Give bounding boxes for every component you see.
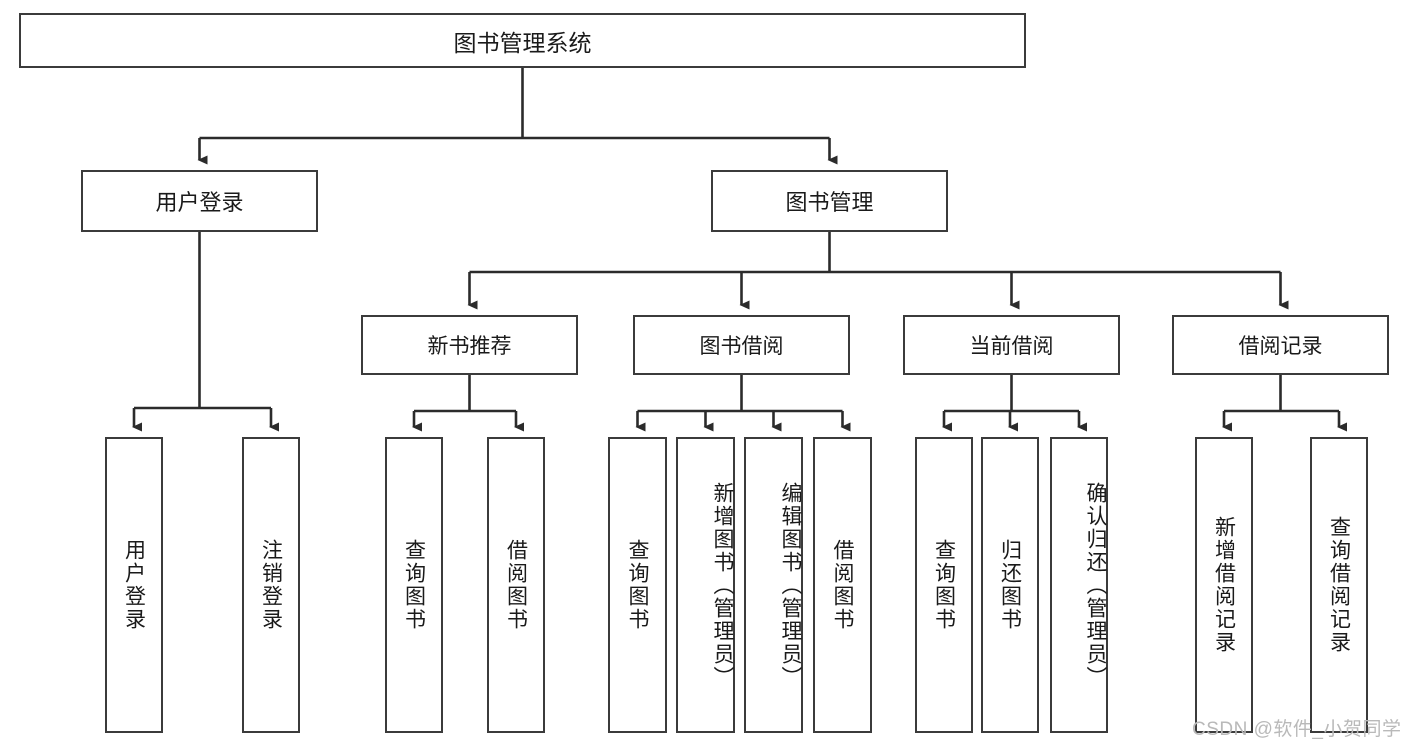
node-new-book-rec[interactable]: 新书推荐 [361,315,578,375]
node-leaf-query-book-b-label: 查询图书 [626,539,649,631]
node-leaf-query-book-a[interactable]: 查询图书 [385,437,443,733]
node-user-login[interactable]: 用户登录 [81,170,318,232]
edge-paths [132,68,1347,432]
node-leaf-return-book-label: 归还图书 [998,539,1022,631]
node-leaf-add-record[interactable]: 新增借阅记录 [1195,437,1253,733]
node-book-manage[interactable]: 图书管理 [711,170,948,232]
node-leaf-query-book-c[interactable]: 查询图书 [915,437,973,733]
node-leaf-borrow-book-a[interactable]: 借阅图书 [487,437,545,733]
node-borrow-record-label: 借阅记录 [1238,335,1323,358]
node-leaf-add-book-label: 新增图书（管理员） [711,481,734,689]
node-user-login-label: 用户登录 [155,190,244,215]
node-leaf-add-book[interactable]: 新增图书（管理员） [676,437,735,733]
node-leaf-logout[interactable]: 注销登录 [242,437,300,733]
node-book-manage-label: 图书管理 [785,190,874,215]
node-leaf-user-login[interactable]: 用户登录 [105,437,163,733]
node-leaf-query-record-label: 查询借阅记录 [1327,516,1351,654]
node-leaf-add-record-label: 新增借阅记录 [1212,516,1236,654]
node-current-borrow-label: 当前借阅 [969,335,1054,358]
node-leaf-borrow-book-b[interactable]: 借阅图书 [813,437,872,733]
node-leaf-confirm-return-label: 确认归还（管理员） [1084,481,1107,689]
node-book-borrow[interactable]: 图书借阅 [633,315,850,375]
node-leaf-edit-book[interactable]: 编辑图书（管理员） [744,437,803,733]
node-leaf-query-record[interactable]: 查询借阅记录 [1310,437,1368,733]
node-root-label: 图书管理系统 [453,29,592,56]
node-leaf-confirm-return[interactable]: 确认归还（管理员） [1050,437,1108,733]
node-leaf-query-book-b[interactable]: 查询图书 [608,437,667,733]
node-leaf-query-book-a-label: 查询图书 [402,539,426,631]
node-new-book-rec-label: 新书推荐 [427,335,512,358]
node-current-borrow[interactable]: 当前借阅 [903,315,1120,375]
node-borrow-record[interactable]: 借阅记录 [1172,315,1389,375]
node-leaf-edit-book-label: 编辑图书（管理员） [779,481,802,689]
node-leaf-query-book-c-label: 查询图书 [932,539,956,631]
node-leaf-borrow-book-b-label: 借阅图书 [831,539,854,631]
node-leaf-borrow-book-a-label: 借阅图书 [504,539,528,631]
node-leaf-user-login-label: 用户登录 [122,539,146,631]
node-root[interactable]: 图书管理系统 [19,13,1026,68]
node-leaf-return-book[interactable]: 归还图书 [981,437,1039,733]
node-leaf-logout-label: 注销登录 [259,539,283,631]
node-book-borrow-label: 图书借阅 [699,335,784,358]
